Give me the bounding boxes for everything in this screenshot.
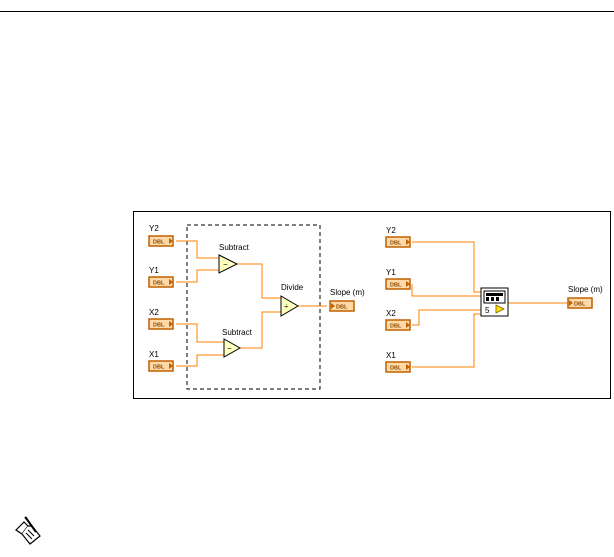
subtract-bottom-node[interactable]: − (223, 338, 242, 358)
left-input-x1[interactable]: X1 DBL (148, 350, 174, 372)
block-diagram-figure: Y2 DBL Y1 DBL X2 DBL X1 DBL Subtract − S… (133, 211, 611, 399)
terminal-type: DBL (153, 281, 165, 287)
input-label: Y1 (149, 266, 159, 275)
terminal-type: DBL (336, 305, 348, 311)
selection-dashed-box (186, 224, 321, 390)
left-input-y1[interactable]: Y1 DBL (148, 266, 174, 288)
terminal-arrow-icon (169, 363, 173, 369)
terminal-type: DBL (390, 241, 402, 247)
subtract-bottom-label: Subtract (222, 328, 253, 337)
subtract-top-node[interactable]: − (218, 254, 239, 274)
divide-node[interactable]: ÷ (280, 295, 299, 317)
terminal-arrow-icon (169, 321, 173, 327)
input-label: Y2 (149, 224, 159, 233)
left-output-slope[interactable]: Slope (m) DBL (329, 288, 365, 312)
page-top-rule (0, 11, 614, 12)
terminal-arrow-icon (406, 322, 410, 328)
input-label: X2 (149, 308, 159, 317)
divide-icon: ÷ (284, 302, 289, 311)
left-input-x2[interactable]: X2 DBL (148, 308, 174, 330)
subtract-top-label: Subtract (219, 243, 250, 252)
terminal-type: DBL (574, 302, 586, 308)
input-label: X1 (386, 351, 396, 360)
input-label: Y2 (386, 226, 396, 235)
terminal-type: DBL (390, 366, 402, 372)
terminal-type: DBL (153, 365, 165, 371)
right-wires (411, 241, 568, 368)
right-input-x1[interactable]: X1 DBL (385, 351, 411, 373)
left-input-y2[interactable]: Y2 DBL (148, 224, 174, 247)
note-icon (15, 516, 41, 545)
input-label: X1 (149, 350, 159, 359)
minus-icon: − (227, 344, 232, 353)
output-label: Slope (m) (330, 288, 365, 297)
minus-icon: − (223, 260, 228, 269)
right-output-slope[interactable]: Slope (m) DBL (567, 285, 603, 309)
input-label: Y1 (386, 268, 396, 277)
block-diagram-canvas: Y2 DBL Y1 DBL X2 DBL X1 DBL Subtract − S… (148, 224, 603, 390)
indicator-arrow-icon (331, 303, 335, 309)
terminal-type: DBL (390, 324, 402, 330)
terminal-type: DBL (153, 240, 165, 246)
terminal-arrow-icon (406, 281, 410, 287)
indicator-arrow-icon (569, 300, 573, 306)
right-input-x2[interactable]: X2 DBL (385, 309, 411, 331)
left-wires (176, 240, 327, 367)
right-input-y2[interactable]: Y2 DBL (385, 226, 411, 248)
terminal-arrow-icon (169, 279, 173, 285)
terminal-arrow-icon (169, 238, 173, 244)
input-label: X2 (386, 309, 396, 318)
terminal-arrow-icon (406, 239, 410, 245)
divide-label: Divide (281, 283, 304, 292)
terminal-arrow-icon (406, 364, 410, 370)
terminal-type: DBL (153, 323, 165, 329)
terminal-type: DBL (390, 283, 402, 289)
subvi-number: 5 (485, 306, 490, 315)
run-arrow-icon (495, 304, 505, 314)
subvi-node[interactable]: 5 (480, 287, 509, 317)
right-input-y1[interactable]: Y1 DBL (385, 268, 411, 290)
output-label: Slope (m) (568, 285, 603, 294)
